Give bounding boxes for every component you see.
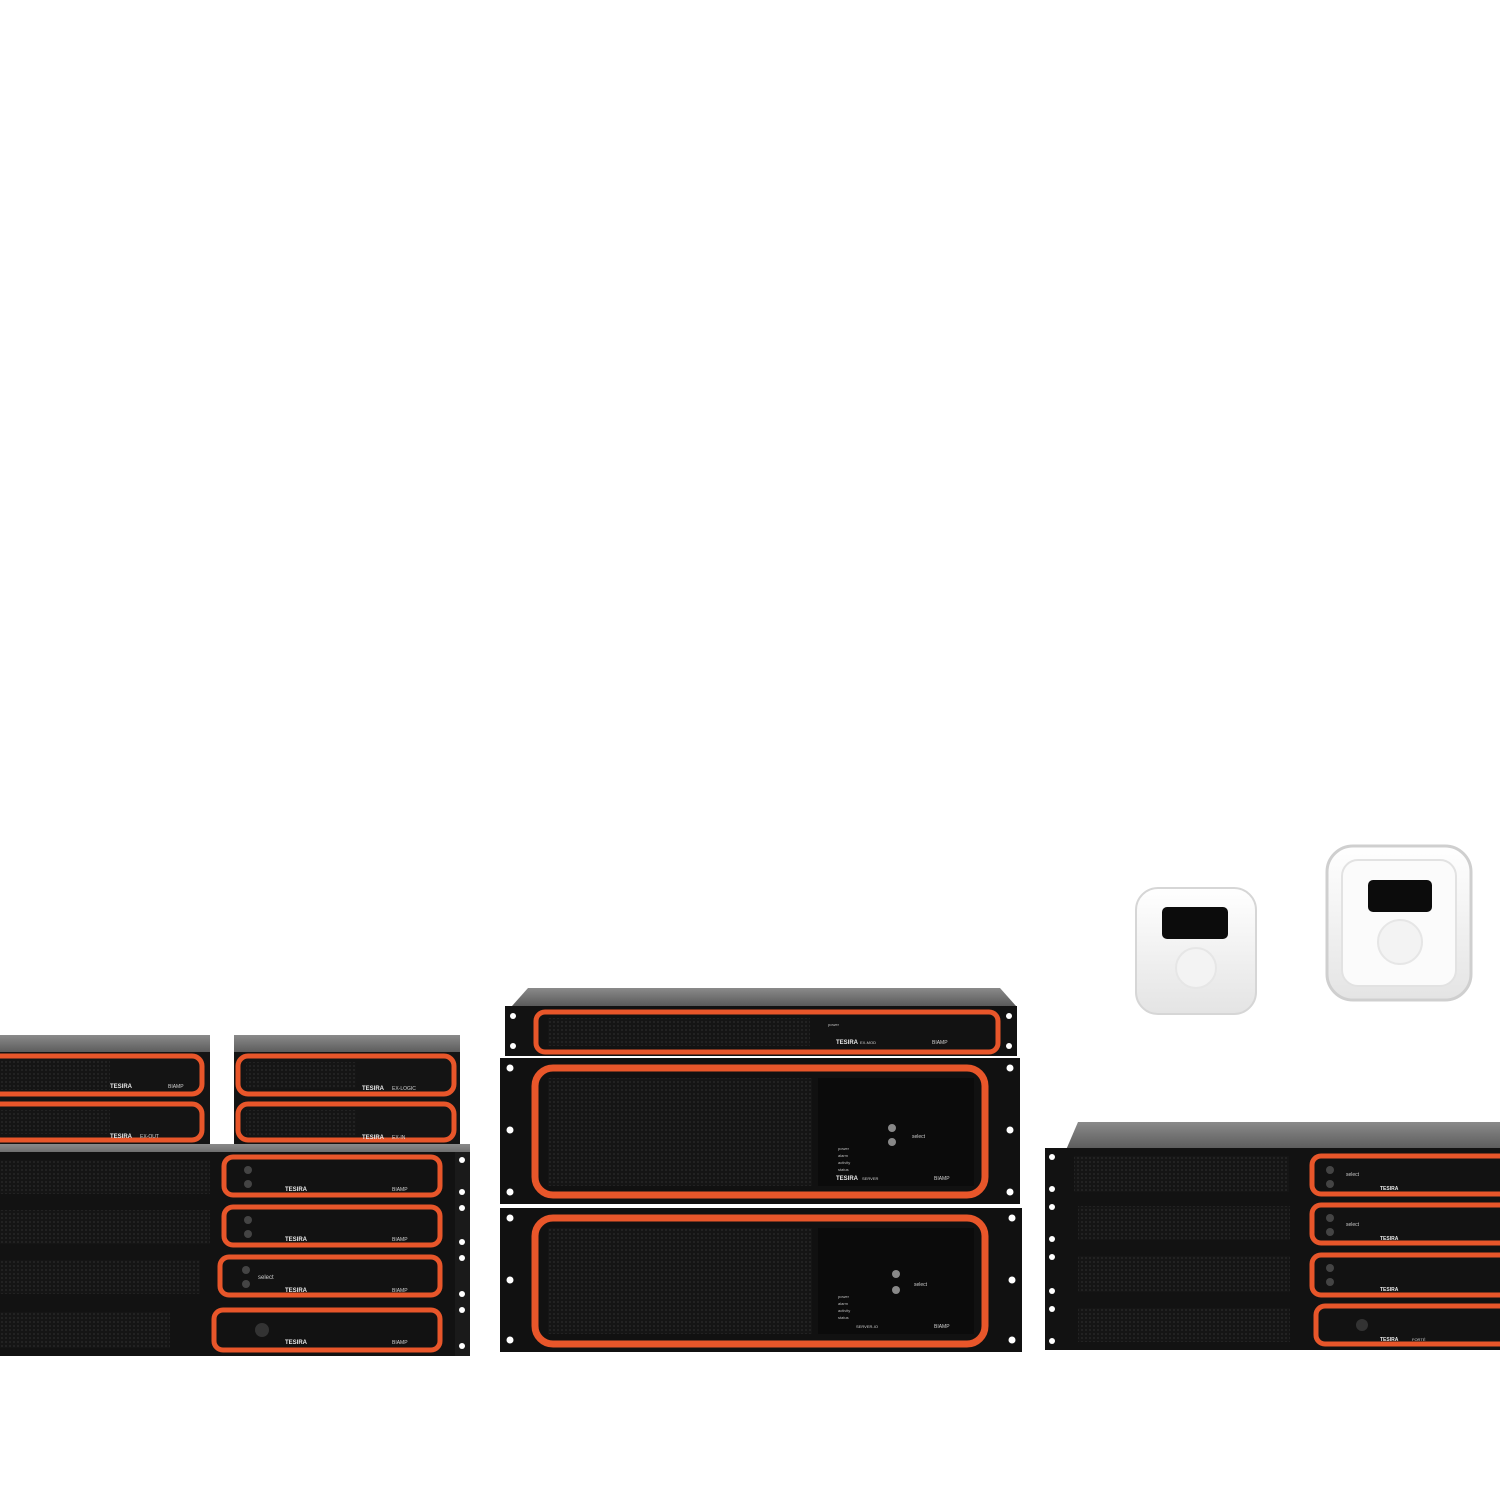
rack-unit-server-io: select power alarm activity status SERVE… (500, 1208, 1022, 1352)
rack-unit: TESIRA BIAMP (0, 1200, 470, 1250)
maker-label: BIAMP (392, 1340, 408, 1346)
rack-unit: select TESIRA BIAMP (0, 1250, 470, 1302)
rack-unit: TESIRA BIAMP (0, 1152, 470, 1200)
maker-label: BIAMP (934, 1324, 950, 1330)
expander-unit-bottom-right: TESIRA EX-IN (234, 1098, 460, 1144)
led-status: status (838, 1167, 849, 1172)
rack-unit: select TESIRA (1045, 1148, 1500, 1198)
maker-label: BIAMP (392, 1288, 408, 1294)
expander-unit-bottom-left: TESIRA EX-OUT (0, 1098, 210, 1144)
wall-controller-large (1325, 844, 1473, 1002)
maker-label: BIAMP (934, 1176, 950, 1182)
brand-label: TESIRA (285, 1237, 308, 1243)
center-rack-stack: power TESIRA EX-MOD BIAMP select power a… (500, 988, 1022, 1352)
led-alarm: alarm (838, 1153, 849, 1158)
led-power: power (838, 1146, 850, 1151)
model-label: FORTÉ (1412, 1337, 1426, 1342)
led-power: power (838, 1294, 850, 1299)
right-rack-stack: select TESIRA select TESIRA TESIRA (1045, 1122, 1500, 1350)
brand-label: TESIRA (285, 1187, 308, 1193)
model-label: EX-MOD (860, 1040, 876, 1045)
brand-label: TESIRA (110, 1084, 133, 1090)
maker-label: BIAMP (392, 1237, 408, 1243)
wall-controller-small (1135, 887, 1257, 1015)
led-status: status (838, 1315, 849, 1320)
brand-label: TESIRA (285, 1288, 308, 1294)
model-label: SERVER (862, 1176, 878, 1181)
select-label: select (914, 1282, 928, 1288)
brand-label: TESIRA (285, 1340, 308, 1346)
rack-unit: TESIRA (1045, 1248, 1500, 1300)
brand-label: TESIRA (1380, 1287, 1399, 1293)
model-label: EX-OUT (140, 1134, 159, 1140)
rack-unit-server: select power alarm activity status TESIR… (500, 1058, 1020, 1204)
brand-label: TESIRA (836, 1176, 859, 1182)
brand-label: TESIRA (362, 1086, 385, 1092)
brand-label: TESIRA (110, 1134, 133, 1140)
brand-label: TESIRA (362, 1135, 385, 1141)
expander-unit-top-left: TESIRA BIAMP (0, 1035, 210, 1098)
brand-label: TESIRA (1380, 1337, 1399, 1343)
maker-label: BIAMP (932, 1040, 948, 1046)
model-label: SERVER-IO (856, 1324, 878, 1329)
select-label: select (912, 1134, 926, 1140)
rack-unit: TESIRA BIAMP (0, 1302, 470, 1356)
select-label: select (258, 1275, 274, 1281)
led-power: power (828, 1022, 840, 1027)
rack-unit-ex-mod: power TESIRA EX-MOD BIAMP (505, 1006, 1017, 1056)
led-activity: activity (838, 1160, 850, 1165)
model-label: EX-IN (392, 1135, 406, 1141)
select-label: select (1346, 1172, 1360, 1178)
rack-unit: TESIRA FORTÉ (1045, 1300, 1500, 1350)
rack-unit: select TESIRA (1045, 1198, 1500, 1248)
left-rack-stack: TESIRA BIAMP TESIRA BIAMP select TESIRA … (0, 1144, 470, 1356)
brand-label: TESIRA (1380, 1236, 1399, 1242)
model-label: EX-LOGIC (392, 1086, 416, 1092)
brand-label: TESIRA (1380, 1186, 1399, 1192)
select-label: select (1346, 1222, 1360, 1228)
brand-label: TESIRA (836, 1040, 859, 1046)
led-activity: activity (838, 1308, 850, 1313)
expander-unit-top-right: TESIRA EX-LOGIC (234, 1035, 460, 1098)
led-alarm: alarm (838, 1301, 849, 1306)
maker-label: BIAMP (168, 1084, 184, 1090)
maker-label: BIAMP (392, 1187, 408, 1193)
